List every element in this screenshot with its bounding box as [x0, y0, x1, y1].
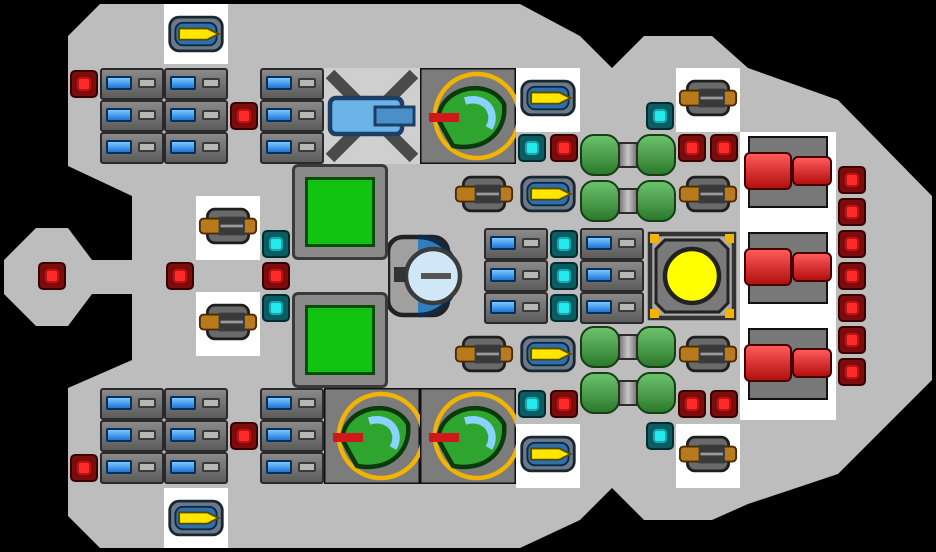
- fuel-pipe: [618, 188, 638, 214]
- battery-cell[interactable]: [580, 292, 644, 324]
- red-power-node[interactable]: [230, 422, 258, 450]
- autocannon-icon[interactable]: [676, 68, 740, 128]
- red-power-node[interactable]: [38, 262, 66, 290]
- cyan-power-node[interactable]: [646, 102, 674, 130]
- autocannon-icon[interactable]: [196, 292, 260, 352]
- missile-launcher-icon[interactable]: [516, 424, 580, 484]
- fuel-tank-left[interactable]: [580, 180, 620, 222]
- fuel-tank-right[interactable]: [636, 372, 676, 414]
- plasma-turret-icon[interactable]: [418, 386, 522, 486]
- autocannon-icon[interactable]: [452, 164, 516, 224]
- cyan-power-node[interactable]: [550, 262, 578, 290]
- missile-launcher-icon[interactable]: [516, 68, 580, 128]
- red-power-node[interactable]: [838, 358, 866, 386]
- red-power-node[interactable]: [710, 134, 738, 162]
- battery-cell[interactable]: [580, 228, 644, 260]
- red-power-node[interactable]: [550, 390, 578, 418]
- fuel-tank-left[interactable]: [580, 134, 620, 176]
- heavy-cannon-barrel[interactable]: [744, 248, 792, 286]
- battery-cell[interactable]: [260, 420, 324, 452]
- battery-cell[interactable]: [164, 388, 228, 420]
- shield-generator-icon[interactable]: [385, 228, 484, 324]
- red-power-node[interactable]: [838, 166, 866, 194]
- plasma-turret-icon[interactable]: [322, 386, 426, 486]
- heavy-cannon-barrel[interactable]: [792, 252, 832, 282]
- battery-cell[interactable]: [164, 420, 228, 452]
- battery-cell[interactable]: [484, 292, 548, 324]
- red-power-node[interactable]: [838, 198, 866, 226]
- battery-cell[interactable]: [100, 452, 164, 484]
- missile-launcher-icon[interactable]: [164, 488, 228, 548]
- reactor-core-icon[interactable]: [644, 228, 740, 324]
- battery-cell[interactable]: [484, 228, 548, 260]
- red-power-node[interactable]: [550, 134, 578, 162]
- battery-cell[interactable]: [100, 100, 164, 132]
- battery-cell[interactable]: [100, 388, 164, 420]
- fuel-tank-right[interactable]: [636, 326, 676, 368]
- red-power-node[interactable]: [838, 294, 866, 322]
- red-power-node[interactable]: [838, 230, 866, 258]
- red-power-node[interactable]: [710, 390, 738, 418]
- battery-cell[interactable]: [100, 68, 164, 100]
- battery-cell[interactable]: [260, 100, 324, 132]
- autocannon-icon[interactable]: [452, 324, 516, 384]
- heavy-cannon-barrel[interactable]: [792, 156, 832, 186]
- autocannon-icon[interactable]: [676, 324, 740, 384]
- red-power-node[interactable]: [70, 70, 98, 98]
- battery-cell[interactable]: [100, 420, 164, 452]
- missile-launcher-icon[interactable]: [516, 164, 580, 224]
- red-power-node[interactable]: [678, 134, 706, 162]
- autocannon-icon[interactable]: [676, 164, 740, 224]
- plasma-turret-icon[interactable]: [418, 66, 522, 166]
- cyan-power-node[interactable]: [518, 134, 546, 162]
- heavy-cannon-barrel[interactable]: [744, 344, 792, 382]
- heavy-cannon-barrel[interactable]: [744, 152, 792, 190]
- autocannon-icon[interactable]: [196, 196, 260, 256]
- red-power-node[interactable]: [678, 390, 706, 418]
- cyan-power-node[interactable]: [550, 294, 578, 322]
- red-power-node[interactable]: [838, 262, 866, 290]
- heavy-cannon-barrel[interactable]: [792, 348, 832, 378]
- missile-launcher-icon[interactable]: [164, 4, 228, 64]
- green-capacitor[interactable]: [292, 164, 388, 260]
- battery-cell[interactable]: [164, 452, 228, 484]
- fuel-tank-left[interactable]: [580, 372, 620, 414]
- fuel-pipe: [618, 380, 638, 406]
- battery-cell[interactable]: [100, 132, 164, 164]
- red-power-node[interactable]: [262, 262, 290, 290]
- cyan-power-node[interactable]: [518, 390, 546, 418]
- red-power-node[interactable]: [230, 102, 258, 130]
- battery-cell[interactable]: [260, 452, 324, 484]
- autocannon-icon[interactable]: [676, 424, 740, 484]
- battery-cell[interactable]: [580, 260, 644, 292]
- fuel-pipe: [618, 334, 638, 360]
- cyan-power-node[interactable]: [550, 230, 578, 258]
- battery-cell[interactable]: [164, 100, 228, 132]
- fuel-tank-right[interactable]: [636, 180, 676, 222]
- green-capacitor[interactable]: [292, 292, 388, 388]
- missile-launcher-icon[interactable]: [516, 324, 580, 384]
- cyan-power-node[interactable]: [646, 422, 674, 450]
- battery-cell[interactable]: [260, 68, 324, 100]
- battery-cell[interactable]: [260, 388, 324, 420]
- railgun-icon[interactable]: [324, 68, 420, 164]
- battery-cell[interactable]: [260, 132, 324, 164]
- cyan-power-node[interactable]: [262, 230, 290, 258]
- cyan-power-node[interactable]: [262, 294, 290, 322]
- red-power-node[interactable]: [838, 326, 866, 354]
- red-power-node[interactable]: [70, 454, 98, 482]
- red-power-node[interactable]: [166, 262, 194, 290]
- battery-cell[interactable]: [164, 132, 228, 164]
- fuel-tank-left[interactable]: [580, 326, 620, 368]
- fuel-tank-right[interactable]: [636, 134, 676, 176]
- fuel-pipe: [618, 142, 638, 168]
- battery-cell[interactable]: [164, 68, 228, 100]
- battery-cell[interactable]: [484, 260, 548, 292]
